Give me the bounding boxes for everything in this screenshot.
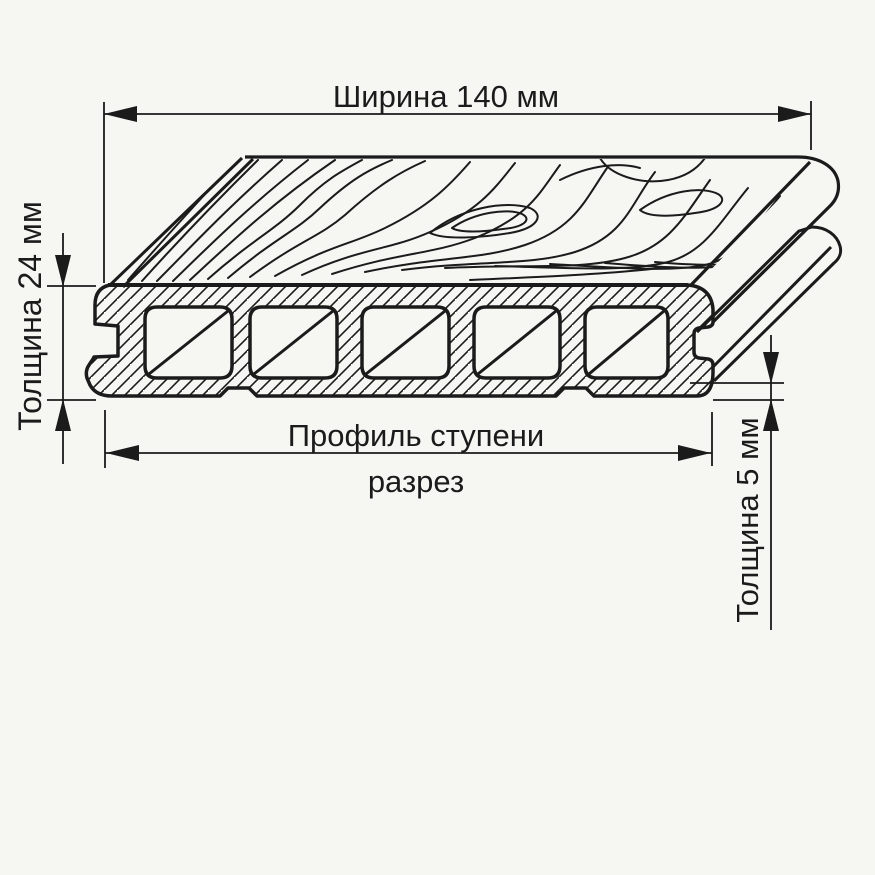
cross-section-hatched bbox=[84, 283, 715, 398]
arrow-left-icon bbox=[104, 106, 137, 122]
board-top-surface bbox=[107, 155, 841, 324]
chamber-3-diagonal bbox=[365, 309, 446, 376]
side-groove-upper-line bbox=[695, 225, 813, 334]
thickness-left-dimension: Толщина 24 мм bbox=[12, 201, 96, 464]
top-surface-left-edge-inner bbox=[121, 157, 255, 289]
top-surface-left-edge-outer bbox=[107, 156, 244, 288]
chamber-5-diagonal bbox=[588, 309, 665, 376]
width-dimension-label: Ширина 140 мм bbox=[333, 79, 559, 114]
side-face-groove bbox=[695, 225, 843, 383]
wood-grain-texture bbox=[127, 159, 807, 282]
chamber-4-diagonal bbox=[477, 309, 557, 376]
thickness-right-label: Толщина 5 мм bbox=[730, 417, 765, 622]
profile-caption-dimension: Профиль ступени разрез bbox=[104, 410, 713, 499]
arrow-up-icon bbox=[55, 399, 71, 431]
chamber-diagonals bbox=[148, 309, 665, 376]
thickness-left-label: Толщина 24 мм bbox=[12, 201, 48, 431]
caption-line2: разрез bbox=[368, 464, 464, 499]
chamber-2-diagonal bbox=[253, 309, 334, 376]
top-surface-right-edge bbox=[688, 160, 812, 288]
chamber-1-diagonal bbox=[148, 309, 229, 376]
width-dimension: Ширина 140 мм bbox=[103, 79, 812, 283]
arrow-left-icon bbox=[106, 445, 139, 461]
arrow-down-icon bbox=[763, 352, 779, 384]
arrow-down-icon bbox=[55, 255, 71, 287]
side-ridge-outer-line bbox=[712, 225, 843, 383]
arrow-right-icon bbox=[678, 445, 711, 461]
board-silhouette-right-bullnose bbox=[245, 155, 841, 324]
caption-line1: Профиль ступени bbox=[288, 418, 544, 453]
arrow-right-icon bbox=[778, 106, 811, 122]
arrow-up-icon bbox=[763, 399, 779, 431]
side-ridge-inner-line bbox=[710, 245, 833, 370]
thickness-right-dimension: Толщина 5 мм bbox=[690, 335, 784, 630]
